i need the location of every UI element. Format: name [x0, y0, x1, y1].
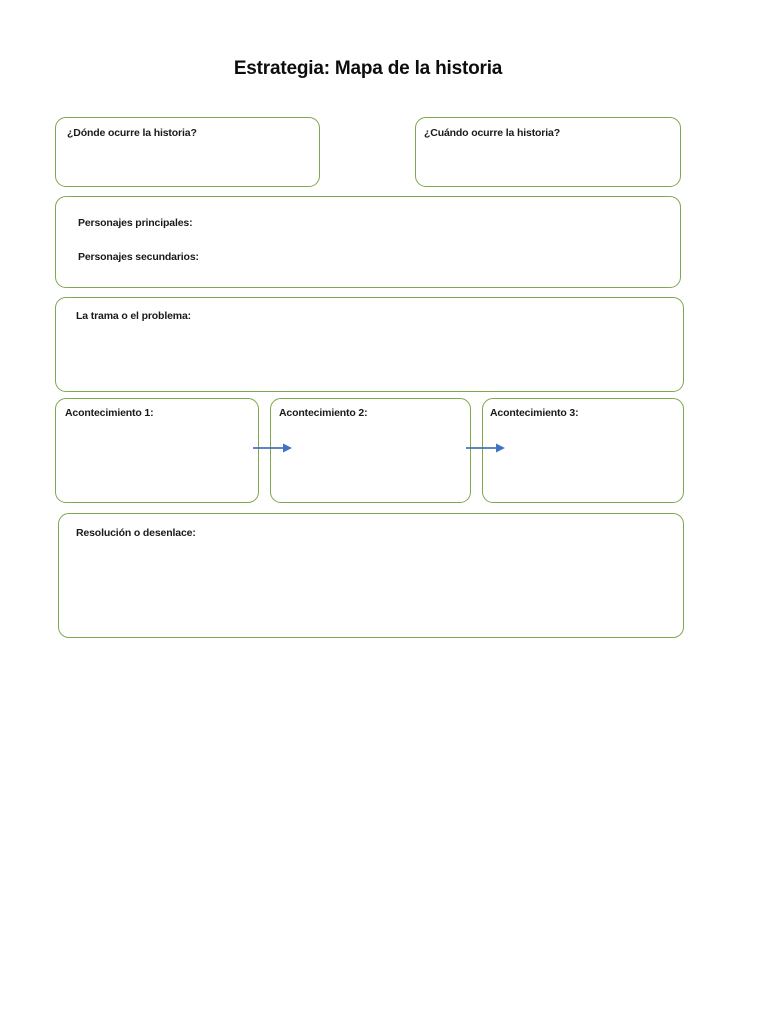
setting-place-label: ¿Dónde ocurre la historia?	[67, 127, 197, 139]
setting-time-label: ¿Cuándo ocurre la historia?	[424, 127, 560, 139]
secondary-characters-label: Personajes secundarios:	[78, 251, 199, 263]
plot-problem-label: La trama o el problema:	[76, 310, 191, 322]
event-3-label: Acontecimiento 3:	[490, 407, 579, 419]
arrow-right-icon	[466, 443, 505, 453]
page-title: Estrategia: Mapa de la historia	[233, 58, 503, 79]
characters-box[interactable]	[55, 196, 681, 288]
resolution-label: Resolución o desenlace:	[76, 527, 196, 539]
arrow-right-icon	[253, 443, 292, 453]
resolution-box[interactable]	[58, 513, 684, 638]
setting-time-box[interactable]	[415, 117, 681, 187]
event-3-box[interactable]	[482, 398, 684, 503]
event-1-box[interactable]	[55, 398, 259, 503]
event-2-box[interactable]	[270, 398, 471, 503]
event-2-label: Acontecimiento 2:	[279, 407, 368, 419]
setting-place-box[interactable]	[55, 117, 320, 187]
event-1-label: Acontecimiento 1:	[65, 407, 154, 419]
plot-problem-box[interactable]	[55, 297, 684, 392]
main-characters-label: Personajes principales:	[78, 217, 193, 229]
